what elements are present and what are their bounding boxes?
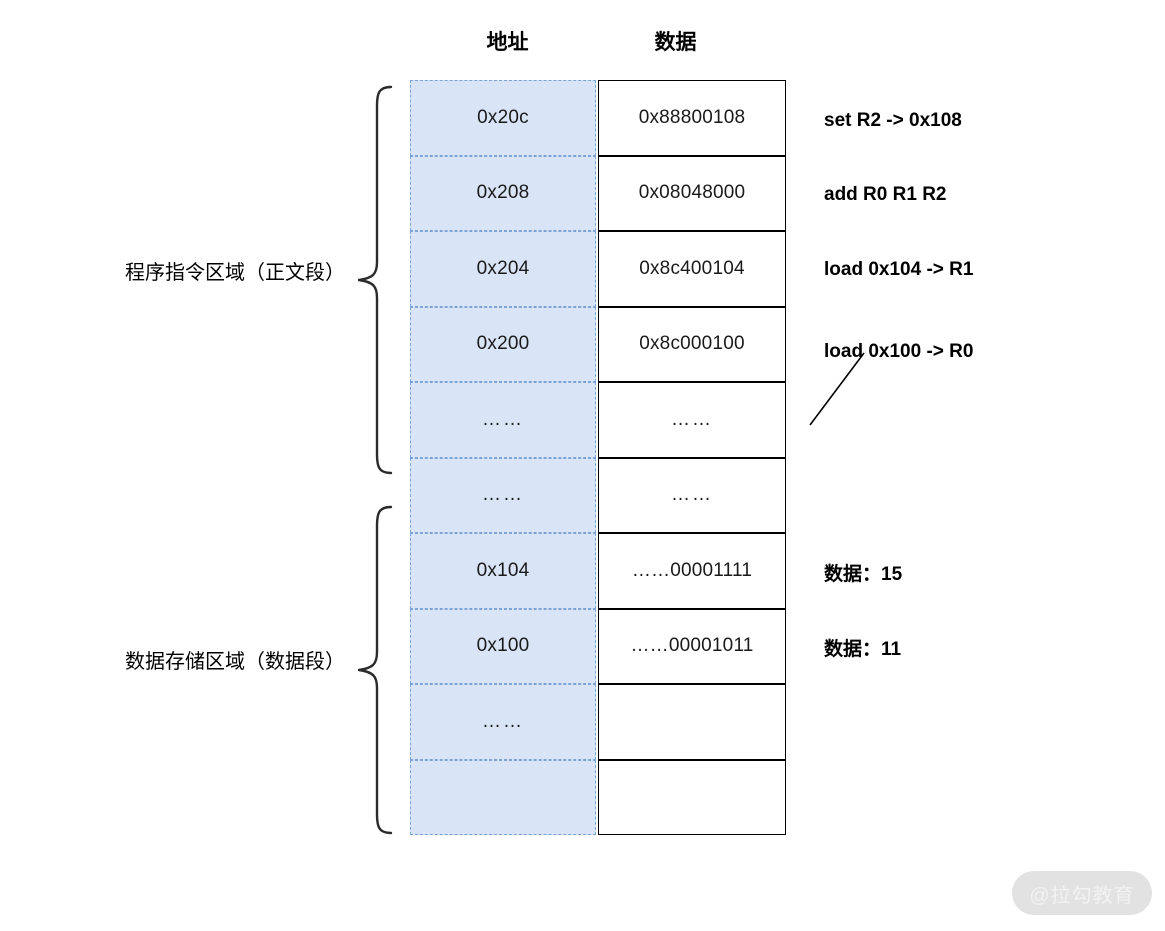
cell-data: ……00001111 xyxy=(598,533,786,609)
cell-data xyxy=(598,684,786,760)
cell-address: 0x208 xyxy=(410,155,596,231)
annotation-load-0x104: load 0x104 -> R1 xyxy=(824,259,974,280)
table-row: 0x104……00001111 xyxy=(410,533,786,609)
cell-data: …… xyxy=(598,382,786,458)
table-row: 0x100……00001011 xyxy=(410,608,786,684)
table-row: ………… xyxy=(410,382,786,458)
cell-data xyxy=(598,759,786,835)
cell-address: 0x204 xyxy=(410,231,596,307)
region-label-data-segment: 数据存储区域（数据段） xyxy=(125,651,345,673)
cell-address: …… xyxy=(410,684,596,760)
table-row: …… xyxy=(410,684,786,760)
region-label-text-segment: 程序指令区域（正文段） xyxy=(125,262,345,284)
cell-address: …… xyxy=(410,457,596,533)
cell-address xyxy=(410,759,596,835)
column-header-address: 地址 xyxy=(486,31,529,54)
cell-data: 0x8c000100 xyxy=(598,306,786,382)
watermark: @拉勾教育 xyxy=(1012,871,1152,915)
annotation-add-r0-r1-r2: add R0 R1 R2 xyxy=(824,184,947,205)
cell-address: 0x200 xyxy=(410,306,596,382)
cell-data: 0x8c400104 xyxy=(598,231,786,307)
cell-address: 0x20c xyxy=(410,80,596,156)
brace-text-segment xyxy=(355,84,395,476)
table-row: ………… xyxy=(410,457,786,533)
cell-address: …… xyxy=(410,382,596,458)
annotation-data-11: 数据：11 xyxy=(824,639,902,660)
cell-data: …… xyxy=(598,457,786,533)
cell-data: 0x88800108 xyxy=(598,80,786,156)
annotation-data-15: 数据：15 xyxy=(824,564,903,585)
cell-address: 0x104 xyxy=(410,533,596,609)
column-header-data: 数据 xyxy=(654,31,697,54)
cell-address: 0x100 xyxy=(410,608,596,684)
cell-data: ……00001011 xyxy=(598,608,786,684)
table-row xyxy=(410,759,786,835)
pointer-line-icon xyxy=(800,345,880,435)
brace-data-segment xyxy=(355,504,395,836)
cell-data: 0x08048000 xyxy=(598,155,786,231)
annotation-set-r2: set R2 -> 0x108 xyxy=(824,110,962,131)
